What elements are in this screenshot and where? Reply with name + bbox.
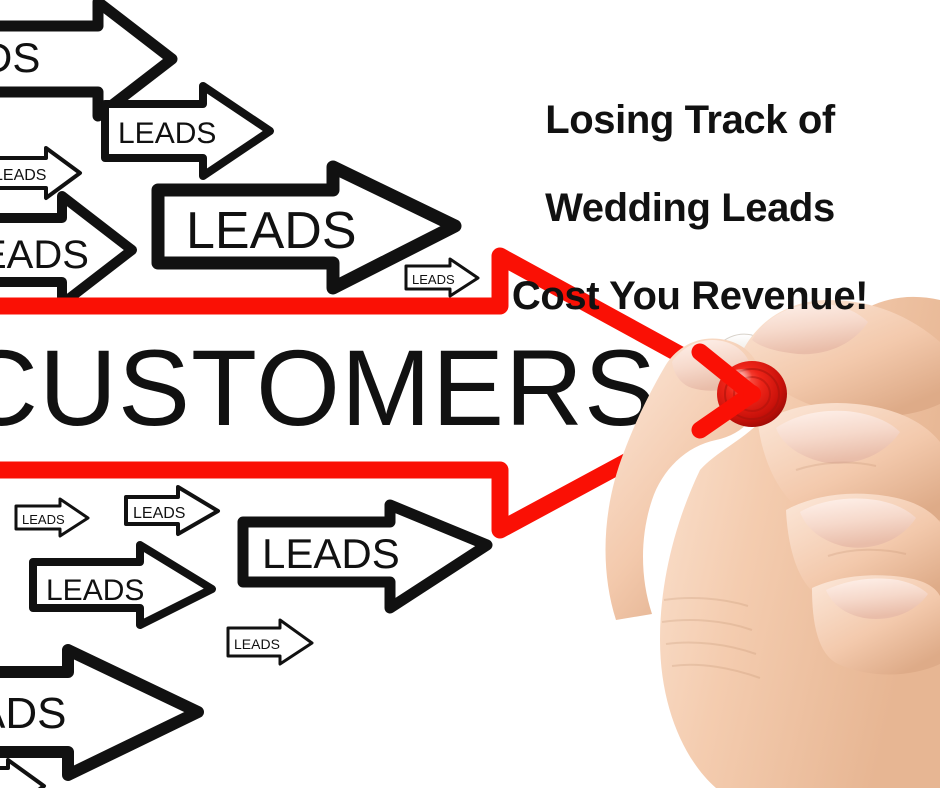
lead-arrow-label: LEADS bbox=[186, 202, 357, 260]
headline-line-1: Losing Track of bbox=[545, 98, 835, 142]
marker-ink-tip bbox=[691, 343, 761, 439]
lead-arrow-top-left-cut: DS bbox=[0, 0, 178, 122]
lead-arrow-label: LEADS bbox=[412, 272, 455, 287]
lead-arrow-tiny-bot-b: LEADS bbox=[124, 485, 220, 536]
lead-arrow-top-mid: LEADS bbox=[101, 82, 274, 180]
hand-crease-lines bbox=[661, 461, 907, 679]
hand-index-finger bbox=[742, 300, 940, 417]
page-title: Losing Track of Wedding Leads Cost You R… bbox=[470, 54, 910, 362]
lead-arrow-label: LEADS bbox=[0, 167, 46, 184]
lead-arrow-left-mid-cut: EADS bbox=[0, 191, 137, 309]
lead-arrow-label: LEADS bbox=[22, 512, 65, 527]
headline-line-2: Wedding Leads bbox=[545, 186, 835, 230]
lead-arrow-bot-left-cut: ADS bbox=[0, 644, 204, 781]
headline-line-3: Cost You Revenue! bbox=[511, 274, 869, 318]
lead-arrow-big-bot: LEADS bbox=[237, 499, 493, 614]
lead-arrow-label: LEADS bbox=[118, 117, 216, 150]
lead-arrow-tiny-bot-a: LEADS bbox=[14, 497, 90, 538]
lead-arrow-label: EADS bbox=[0, 233, 89, 277]
lead-arrow-left-small: LEADS bbox=[0, 146, 82, 200]
lead-arrow-bot-corner-cut bbox=[0, 758, 46, 788]
lead-arrow-label: DS bbox=[0, 34, 40, 81]
lead-arrow-tiny-bot-c: LEADS bbox=[226, 618, 314, 666]
lead-arrow-label: LEADS bbox=[46, 574, 144, 607]
lead-arrow-label: LEADS bbox=[234, 636, 280, 652]
lead-arrow-big-top: LEADS bbox=[151, 160, 462, 295]
lead-arrow-label: LEADS bbox=[133, 505, 185, 522]
lead-arrow-bot-mid: LEADS bbox=[29, 541, 216, 629]
customers-word: CUSTOMERS bbox=[0, 327, 657, 448]
lead-arrow-label: LEADS bbox=[262, 530, 400, 577]
hand-pinky-finger bbox=[812, 575, 940, 675]
lead-arrow-tiny-top: LEADS bbox=[404, 257, 480, 298]
lead-arrow-label: ADS bbox=[0, 689, 66, 738]
